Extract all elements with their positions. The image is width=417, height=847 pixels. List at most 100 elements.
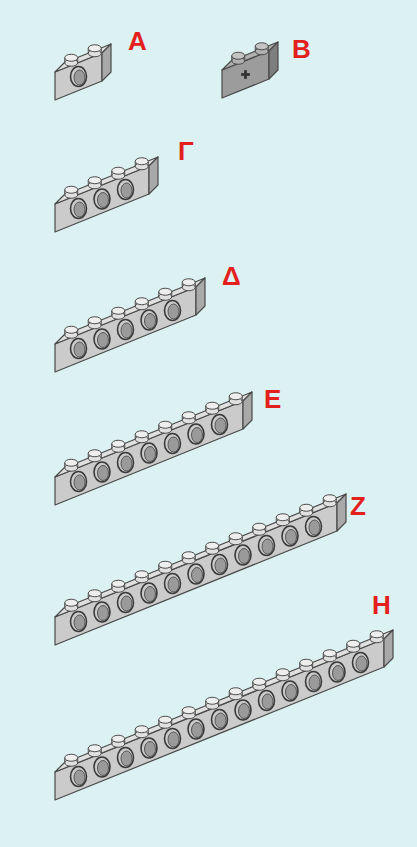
brick-side [384, 630, 393, 667]
brick-top [55, 278, 205, 344]
stud-top [182, 279, 195, 286]
pin-hole-rim [71, 612, 87, 632]
pin-hole-rim [235, 700, 251, 720]
pin-hole [145, 447, 156, 462]
stud-top [159, 288, 172, 295]
stud-top [229, 533, 242, 540]
stud-top [112, 167, 125, 174]
stud-top [159, 561, 172, 568]
stud-top [206, 542, 219, 549]
axle-hole [242, 71, 250, 79]
pin-hole-rim [94, 462, 110, 482]
part-letter: Γ [178, 138, 194, 164]
pin-hole-rim [188, 564, 204, 584]
stud-top [112, 440, 125, 447]
stud-top [255, 43, 268, 50]
pin-hole-rim [71, 67, 87, 87]
part-letter: Α [128, 28, 147, 54]
pin-hole-rim [259, 691, 275, 711]
pin-hole [145, 587, 156, 602]
pin-hole [74, 770, 85, 785]
pin-hole-rim [94, 757, 110, 777]
pin-hole [121, 456, 132, 471]
stud-top [135, 571, 148, 578]
pin-hole-rim [94, 189, 110, 209]
pin-hole [98, 761, 109, 776]
pin-hole [286, 685, 297, 700]
pin-hole [168, 437, 179, 452]
stud-top [232, 52, 245, 59]
pin-hole [98, 333, 109, 348]
brick-top [55, 630, 393, 772]
stud-top [182, 707, 195, 714]
stud-top [65, 599, 78, 606]
pin-hole [74, 202, 85, 217]
brick-side [196, 278, 205, 315]
stud-top [229, 393, 242, 400]
pin-hole-rim [94, 329, 110, 349]
stud-top [229, 688, 242, 695]
stud-top [88, 317, 101, 324]
brick-side [102, 44, 111, 81]
stud-top [323, 650, 336, 657]
pin-hole [74, 615, 85, 630]
pin-hole-rim [71, 199, 87, 219]
pin-hole [262, 694, 273, 709]
stud-top [206, 697, 219, 704]
pin-hole [192, 568, 203, 583]
pin-hole-rim [282, 526, 298, 546]
pin-hole [333, 666, 344, 681]
pin-hole [98, 193, 109, 208]
brick-side [149, 157, 158, 194]
stud-top [88, 450, 101, 457]
brick-front [55, 166, 149, 232]
stud-top [65, 326, 78, 333]
pin-hole [192, 723, 203, 738]
stud-top [253, 678, 266, 685]
pin-hole [74, 70, 85, 85]
pin-hole-rim [118, 180, 134, 200]
stud-top [135, 298, 148, 305]
part-letter: Ε [264, 386, 281, 412]
pin-hole-rim [306, 672, 322, 692]
pin-hole [309, 520, 320, 535]
pin-hole [121, 323, 132, 338]
stud-top [159, 421, 172, 428]
pin-hole-rim [165, 434, 181, 454]
pin-hole-rim [141, 583, 157, 603]
pin-hole [192, 428, 203, 443]
brick-front [55, 503, 337, 645]
pin-hole-rim [188, 424, 204, 444]
pin-hole-rim [329, 662, 345, 682]
stud-top [112, 307, 125, 314]
stud-top [112, 735, 125, 742]
pin-hole [168, 577, 179, 592]
stud-top [253, 523, 266, 530]
pin-hole-rim [235, 545, 251, 565]
brick-front [55, 401, 243, 505]
stud-top [276, 669, 289, 676]
pin-hole-rim [353, 653, 369, 673]
pin-hole-rim [259, 536, 275, 556]
pin-hole [121, 183, 132, 198]
pin-hole-rim [165, 574, 181, 594]
pin-hole [215, 558, 226, 573]
part-letter: Δ [222, 263, 241, 289]
pin-hole [74, 475, 85, 490]
stud-top [135, 726, 148, 733]
stud-top [112, 580, 125, 587]
pin-hole [145, 742, 156, 757]
brick-side [269, 42, 278, 79]
pin-hole-rim [212, 415, 228, 435]
stud-top [88, 745, 101, 752]
pin-hole [168, 304, 179, 319]
pin-hole-rim [212, 555, 228, 575]
pin-hole [74, 342, 85, 357]
pin-hole [356, 656, 367, 671]
pin-hole [239, 549, 250, 564]
brick-front [55, 639, 384, 800]
pin-hole [168, 732, 179, 747]
part-letter: Β [292, 36, 311, 62]
pin-hole-rim [282, 681, 298, 701]
